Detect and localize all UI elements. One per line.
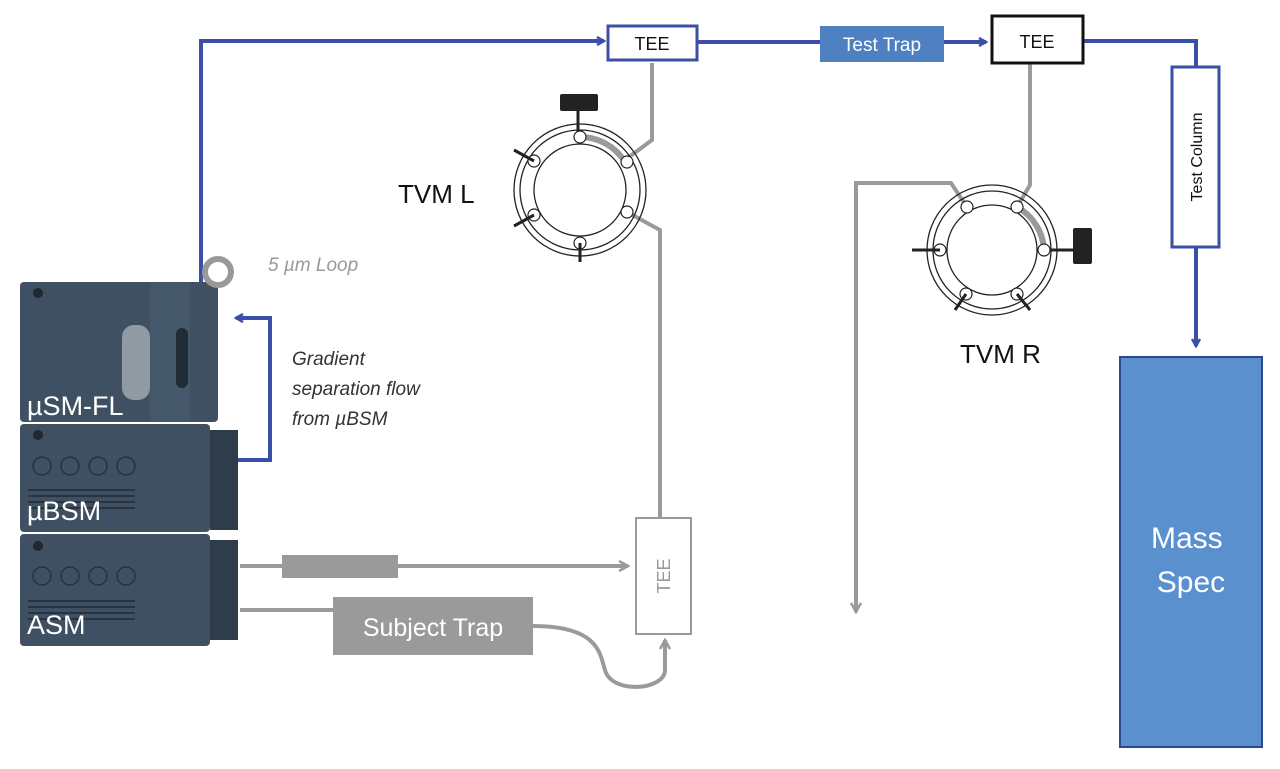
mass-spec-label: Mass Spec (1151, 522, 1231, 599)
tvm-r-label: TVM R (960, 339, 1041, 369)
tvm-l-label: TVM L (398, 179, 475, 209)
tee-top-left (606, 24, 699, 62)
line-tvmr-to-waste (856, 181, 969, 612)
valve-tvm-r (912, 184, 1092, 316)
line-subject-trap-to-tee (532, 624, 665, 689)
tee-bottom-label: TEE (654, 558, 674, 593)
flow-line-to-tee (199, 41, 604, 282)
gradient-note: Gradient separation flow from µBSM (292, 349, 425, 430)
tee-top-right-label: TEE (1019, 32, 1054, 52)
mass-spec (1119, 356, 1263, 748)
instrument-label-usm-fl: µSM-FL (27, 391, 124, 421)
line-tvml-to-tee-bottom (626, 210, 662, 518)
line-tee-to-tvml (623, 63, 654, 162)
inline-filter (282, 555, 398, 578)
tee-bottom (635, 517, 692, 635)
instrument-label-ubsm: µBSM (27, 496, 101, 526)
test-column (1170, 65, 1221, 249)
tee-top-left-label: TEE (634, 34, 669, 54)
line-tee-to-tvmr (1015, 64, 1032, 209)
instrument-label-asm: ASM (27, 610, 86, 640)
loop-label: 5 µm Loop (268, 255, 358, 276)
subject-trap-label: Subject Trap (363, 614, 503, 642)
loop-icon (202, 256, 234, 288)
test-trap-label: Test Trap (843, 35, 921, 56)
gradient-flow-arrow (234, 318, 272, 462)
instrument-stack (20, 282, 238, 646)
flow-line-tee-to-column (1083, 39, 1198, 67)
valve-tvm-l (513, 94, 647, 262)
subject-trap (333, 597, 533, 655)
test-trap (820, 26, 944, 62)
tee-top-right (990, 14, 1085, 65)
test-column-label: Test Column (1189, 113, 1206, 202)
